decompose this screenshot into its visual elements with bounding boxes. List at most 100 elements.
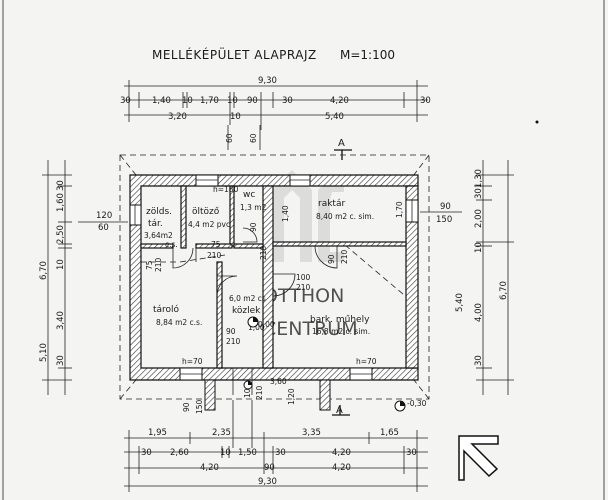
opening-210b: 210 — [154, 257, 163, 272]
room-wc-name: wc — [243, 190, 255, 200]
north-arrow-icon — [458, 435, 499, 481]
top-dim-320: 3,20 — [168, 112, 187, 122]
left-dim-670: 6,70 — [39, 261, 49, 280]
room-oltozo-name: öltöző — [192, 207, 220, 217]
opening-210f: 210 — [259, 245, 268, 260]
room-wc-area: 1,3 m2 — [240, 203, 267, 212]
bottom-dim-335: 3,35 — [302, 428, 321, 438]
room-barkmuhely-name: bark. műhely — [310, 315, 370, 325]
bottom-dim-150: 1,50 — [238, 448, 257, 458]
bottom-dim-165: 1,65 — [380, 428, 399, 438]
room-oltozo-area: 4,4 m2 pvc — [188, 220, 230, 229]
top-dim-140: 1,40 — [152, 96, 171, 106]
watermark-line2: CENTRUM — [263, 318, 358, 340]
room-tarolo-name: tároló — [153, 304, 180, 315]
room-zolds-area: 3,64m2 — [144, 231, 173, 240]
right-dim-540: 5,40 — [455, 293, 465, 312]
room-raktar-area: 8,40 m2 c. sim. — [316, 212, 374, 221]
bottom-dim-260: 2,60 — [170, 448, 189, 458]
section-mark-bottom-label: A — [336, 405, 343, 416]
opening-360: 3,60 — [270, 377, 287, 386]
opening-90d: 90 — [182, 402, 191, 412]
elevation-markers: 0,00 -0,30 — [243, 316, 427, 412]
left-dim-510: 5,10 — [39, 343, 49, 362]
opening-75a: 75 — [211, 240, 221, 249]
top-dim-90: 90 — [247, 96, 258, 106]
left-dim-340: 3,40 — [56, 311, 66, 330]
left-dim-120: 120 — [96, 211, 112, 221]
bottom-dim-420: 4,20 — [332, 448, 351, 458]
eaves-corner-tr — [409, 154, 430, 181]
bottom-dim-30b: 30 — [275, 448, 286, 458]
eaves-outline — [119, 154, 430, 400]
right-dim-30a: 30 — [474, 188, 484, 199]
stray-mark — [535, 120, 539, 124]
elevation-label: 0,00 — [258, 320, 275, 329]
room-kozlek-name: közlek — [232, 306, 261, 316]
opening-210d: 210 — [340, 249, 349, 264]
door-swings — [172, 227, 338, 411]
section-mark-bottom: A — [332, 405, 350, 416]
top-total-dim: 9,30 — [258, 76, 277, 86]
top-dim-420: 4,20 — [330, 96, 349, 106]
level-label: -0,30 — [407, 399, 427, 408]
opening-90a: 90 — [226, 327, 236, 336]
bottom-dim-235: 2,35 — [212, 428, 231, 438]
left-dim-10: 10 — [56, 259, 66, 270]
top-dim-30b: 30 — [282, 96, 293, 106]
opening-h70b: h=70 — [356, 357, 377, 366]
opening-75b: 75 — [145, 260, 154, 270]
section-mark-top-label: A — [338, 138, 345, 149]
room-barkmuhely-area: 16,8 m2 c. sim. — [312, 327, 370, 336]
room-zolds-name2: tár. — [148, 219, 163, 229]
opening-h180: h=180 — [213, 185, 239, 194]
left-dimensions: 6,70 5,10 30 1,60 2,50 10 3,40 30 120 60 — [39, 160, 128, 395]
right-dim-130: 1,30 — [474, 169, 484, 188]
eaves-corner-bl — [119, 374, 141, 400]
opening-140: 1,40 — [281, 205, 290, 222]
right-dim-30b: 30 — [474, 355, 484, 366]
outer-walls — [129, 174, 419, 381]
bottom-dim-420a: 4,20 — [200, 463, 219, 473]
bottom-dim-90: 90 — [264, 463, 275, 473]
left-dim-250: 2,50 — [56, 225, 66, 244]
right-dim-670: 6,70 — [499, 281, 509, 300]
watermark: OTTHON CENTRUM — [263, 170, 358, 340]
bottom-dimensions: 1,95 2,35 3,35 1,65 30 2,60 10 1,50 30 4… — [124, 400, 428, 492]
right-dimensions: 1,30 30 2,00 10 4,00 30 5,40 6,70 90 150 — [420, 160, 514, 395]
opening-120: 1,20 — [287, 388, 296, 405]
room-raktar-name: raktár — [318, 199, 345, 209]
room-kozlek-area: 6,0 m2 cs — [229, 294, 266, 303]
opening-210g: 210 — [255, 385, 264, 400]
bottom-dim-195: 1,95 — [148, 428, 167, 438]
right-dim-10: 10 — [474, 242, 484, 253]
room-labels: zölds. tár. 3,64m2 c.s. öltöző 4,4 m2 pv… — [144, 190, 374, 336]
plan-title: MELLÉKÉPÜLET ALAPRAJZ — [152, 46, 317, 62]
section-mark-top: A — [334, 138, 352, 160]
top-dim-540: 5,40 — [325, 112, 344, 122]
left-dim-160: 1,60 — [56, 193, 66, 212]
opening-210c: 210 — [226, 337, 241, 346]
plan-scale: M=1:100 — [340, 48, 395, 62]
top-dim-10a: 10 — [182, 96, 193, 106]
opening-h70a: h=70 — [182, 357, 203, 366]
eaves-corner-tl — [119, 154, 141, 181]
room-zolds-name: zölds. — [146, 207, 172, 217]
top-dim-30c: 30 — [420, 96, 431, 106]
interior-walls — [140, 185, 407, 369]
top-dim-60b: 60 — [249, 133, 258, 143]
right-dim-200: 2,00 — [474, 209, 484, 228]
opening-90c: 90 — [249, 222, 258, 232]
top-dim-60a: 60 — [225, 133, 234, 143]
opening-90b: 90 — [327, 254, 336, 264]
opening-annotations: h=180 75 210 75 210 90 210 90 210 1,40 1… — [145, 185, 404, 414]
right-dim-150: 150 — [436, 215, 452, 225]
bottom-dim-10: 10 — [220, 448, 231, 458]
top-dimensions: 9,30 30 1,40 10 1,70 10 90 30 4,20 30 3,… — [120, 76, 431, 150]
opening-100c: 100 — [243, 383, 252, 398]
opening-100a: 100 — [296, 273, 311, 282]
top-dim-170: 1,70 — [200, 96, 219, 106]
right-dim-400: 4,00 — [474, 303, 484, 322]
opening-100b: 1,00 — [248, 323, 265, 332]
